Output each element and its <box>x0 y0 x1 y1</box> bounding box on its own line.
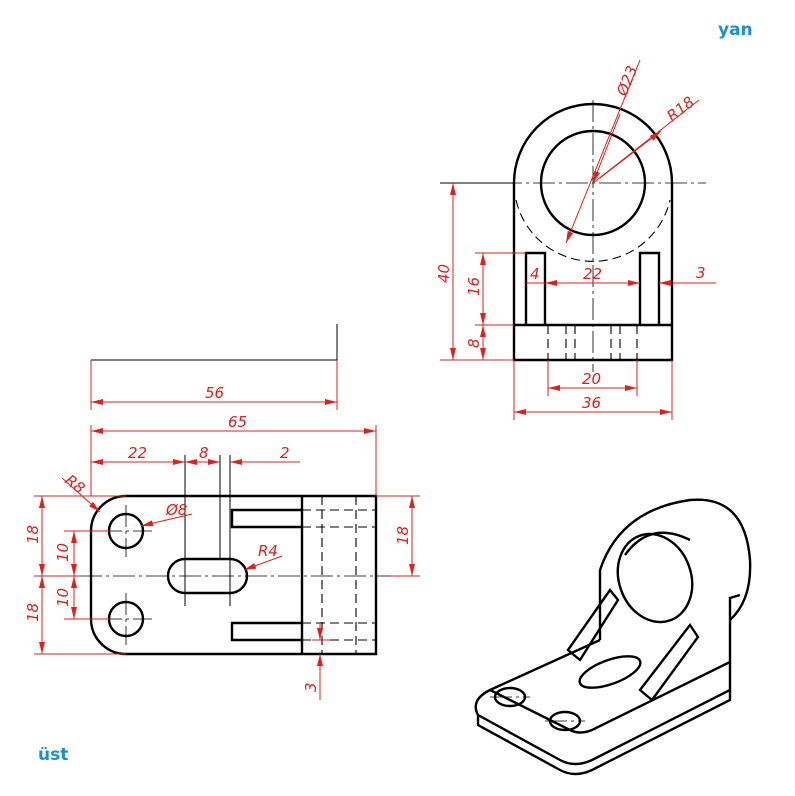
top-rib-lower <box>230 621 302 642</box>
dim-top-half-width-lower: 18 <box>24 603 42 622</box>
dim-top-right-height: 18 <box>394 526 412 545</box>
side-rib-left <box>524 251 547 325</box>
side-hidden-arc <box>515 199 671 262</box>
dim-top-corner-radius: R8 <box>62 471 89 497</box>
dim-side-height-base: 8 <box>465 338 483 348</box>
iso-cylinder <box>598 498 752 621</box>
side-view-label: yan <box>718 20 753 40</box>
dim-top-hole-offset-lower: 10 <box>54 588 72 607</box>
iso-base <box>474 620 732 766</box>
dim-top-ref-length: 56 <box>205 384 224 402</box>
top-hidden-lines <box>302 496 376 654</box>
top-view: 56 65 22 8 2 R8 Ø8 R4 18 18 10 <box>24 324 420 700</box>
side-view: Ø23 R18 40 16 8 4 22 3 20 36 <box>435 59 716 420</box>
dim-side-base-width: 36 <box>582 394 601 412</box>
dim-top-slot-radius: R4 <box>258 542 278 560</box>
dim-side-rib-gap-right: 3 <box>696 264 706 282</box>
top-body-outline <box>89 494 378 656</box>
iso-rib-right <box>638 622 700 702</box>
isometric-view <box>474 498 752 776</box>
dim-top-hole-to-slot: 22 <box>128 444 147 462</box>
dim-side-diameter: Ø23 <box>613 63 642 99</box>
dim-top-rib-thickness: 3 <box>302 682 320 692</box>
side-hidden-base <box>547 325 638 360</box>
dim-side-rib-span: 22 <box>583 265 602 283</box>
top-rib-upper <box>230 508 302 529</box>
top-reference-line <box>91 324 338 361</box>
dim-top-total-length: 65 <box>228 413 247 431</box>
dim-top-slot-offset: 2 <box>280 444 290 462</box>
side-body-outline <box>512 102 674 362</box>
side-rib-right <box>638 251 661 325</box>
dim-top-half-width-upper: 18 <box>24 525 42 544</box>
iso-bore <box>616 532 694 624</box>
dim-top-slot-length: 8 <box>199 444 209 462</box>
iso-rib-left <box>566 587 620 662</box>
dim-top-hole-diameter: Ø8 <box>165 501 187 519</box>
top-view-label: üst <box>38 745 69 765</box>
dim-side-rib-gap-left: 4 <box>530 265 540 283</box>
iso-slot <box>578 655 642 689</box>
dim-side-height-total: 40 <box>435 264 453 283</box>
dim-side-radius: R18 <box>663 93 697 125</box>
dim-side-height-rib: 16 <box>465 277 483 296</box>
dim-top-hole-offset-upper: 10 <box>54 543 72 562</box>
dim-side-slot-width: 20 <box>582 370 601 388</box>
